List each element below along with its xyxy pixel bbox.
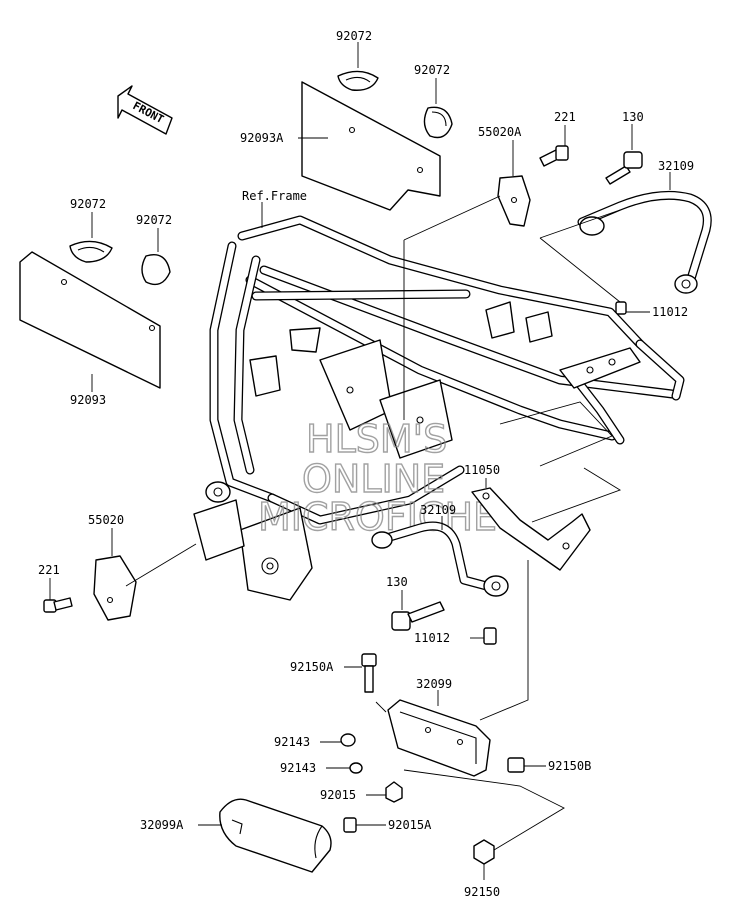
callout-label: 92072 [136, 213, 172, 227]
callout-label: 221 [554, 110, 576, 124]
nut-92015 [385, 781, 403, 803]
spacer-92143-upper [340, 733, 356, 747]
callout-label: 92015A [388, 818, 432, 832]
bolt-92150 [473, 839, 495, 865]
spacer-92143-lower [349, 762, 363, 774]
front-arrow-icon: FRONT [117, 85, 173, 135]
side-cover-92093A [301, 81, 441, 211]
bolt-221-top [539, 145, 569, 167]
callout-label: 92072 [70, 197, 106, 211]
callout-label: 92015 [320, 788, 356, 802]
callout-label: 32109 [658, 159, 694, 173]
bolt-130-top [605, 151, 643, 185]
callout-label: 92093 [70, 393, 106, 407]
callout-label: 130 [386, 575, 408, 589]
bolt-130-lower [391, 601, 445, 631]
clamp-92072-top [337, 70, 379, 91]
callout-label: 92150B [548, 759, 591, 773]
callout-label: 92143 [274, 735, 310, 749]
step-bar-32109-upper [577, 190, 712, 294]
callout-label: 92093A [240, 131, 284, 145]
callout-label: 221 [38, 563, 60, 577]
callout-label: 11012 [414, 631, 450, 645]
bolt-92150B [507, 757, 525, 773]
clamp-92072-upper-right [423, 106, 453, 139]
callout-label: 32109 [420, 503, 456, 517]
heat-guard-32099 [387, 699, 491, 777]
callout-label: 55020 [88, 513, 124, 527]
heat-guard-32099A [219, 798, 332, 873]
callout-label: 11050 [464, 463, 500, 477]
frame [193, 215, 685, 601]
bracket-55020A [497, 175, 531, 227]
ref-frame-label: Ref.Frame [242, 189, 307, 203]
callout-label: 92072 [336, 29, 372, 43]
callout-label: 92150 [464, 885, 500, 899]
step-bar-32109-lower [371, 521, 509, 597]
bracket-55020 [93, 555, 137, 621]
bracket-11050 [471, 487, 591, 571]
callout-leaders [49, 42, 671, 880]
clip-92015A [343, 817, 357, 833]
watermark-line-2: ONLINE [302, 457, 445, 501]
clamp-92072-left [69, 240, 113, 263]
watermark: HLSM'S ONLINE MICROFICHE [257, 416, 497, 539]
callout-label: 11012 [652, 305, 688, 319]
callout-label: 92143 [280, 761, 316, 775]
callout-label: 32099 [416, 677, 452, 691]
callout-labels: Ref.Frame 92072 92072 92093A 221 130 550… [38, 29, 694, 899]
callout-label: 130 [622, 110, 644, 124]
side-cover-92093 [19, 251, 161, 389]
collar-11012-upper [615, 301, 627, 315]
bolt-221-left [43, 597, 73, 613]
reference-lines [125, 195, 622, 851]
clamp-92072-left2 [141, 254, 171, 286]
watermark-line-1: HLSM'S [306, 417, 447, 461]
bolt-92150A [361, 653, 377, 693]
callout-label: 92072 [414, 63, 450, 77]
callout-label: 32099A [140, 818, 184, 832]
callout-label: 92150A [290, 660, 334, 674]
callout-label: 55020A [478, 125, 522, 139]
collar-11012-lower [483, 627, 497, 645]
